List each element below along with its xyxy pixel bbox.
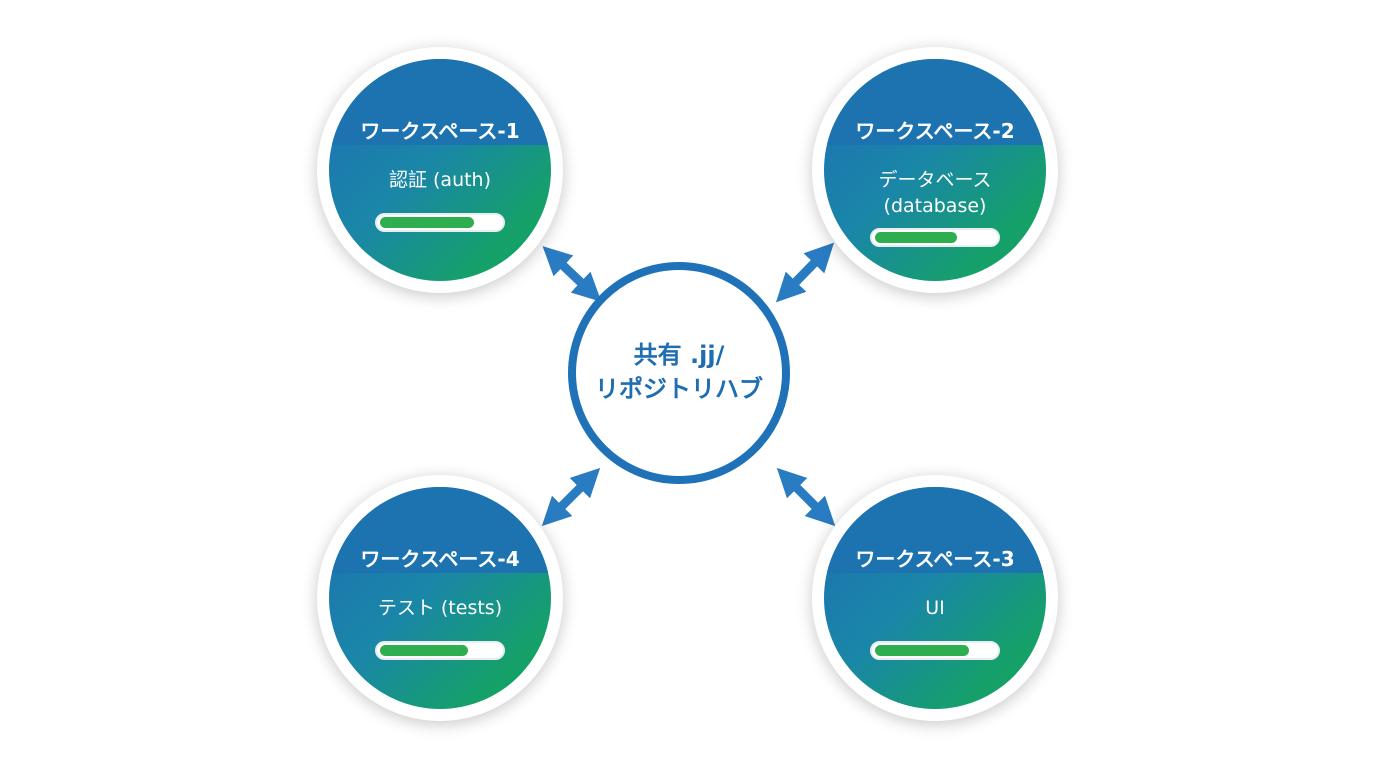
workspace-progress-fill — [875, 232, 957, 243]
workspace-title: ワークスペース-4 — [360, 547, 520, 571]
hub-title-line-2: リポジトリハブ — [595, 375, 763, 403]
workspace-node-3-header — [824, 487, 1046, 573]
workspace-subtitle: UI — [925, 597, 945, 619]
workspace-subtitle: テスト (tests) — [377, 597, 503, 619]
workspace-subtitle-line-2: (database) — [883, 195, 987, 217]
workspace-progress-fill — [380, 645, 468, 656]
workspace-progress-bar — [375, 641, 505, 660]
workspace-subtitle-line-1: データベース — [878, 169, 992, 191]
workspace-progress-fill — [380, 217, 474, 228]
workspace-title: ワークスペース-1 — [360, 119, 520, 143]
workspace-node-2: ワークスペース-2 データベース (database) — [812, 47, 1058, 293]
workspace-node-2-header — [824, 59, 1046, 145]
workspace-node-1-header — [329, 59, 551, 145]
workspace-node-2-body: ワークスペース-2 データベース (database) — [824, 59, 1046, 281]
workspace-node-1-body: ワークスペース-1 認証 (auth) — [329, 59, 551, 281]
workspace-progress-bar — [375, 213, 505, 232]
workspace-node-4-body: ワークスペース-4 テスト (tests) — [329, 487, 551, 709]
workspace-title: ワークスペース-3 — [855, 547, 1015, 571]
hub-title-line-1: 共有 .jj/ — [633, 341, 725, 370]
arrow-hub-workspace-4 — [541, 467, 601, 527]
workspace-progress-bar — [870, 641, 1000, 660]
arrow-hub-workspace-3 — [776, 467, 836, 527]
workspace-node-1: ワークスペース-1 認証 (auth) — [317, 47, 563, 293]
arrow-hub-workspace-2 — [775, 242, 835, 303]
arrow-hub-workspace-1 — [542, 246, 602, 302]
workspace-node-4-header — [329, 487, 551, 573]
workspace-node-4: ワークスペース-4 テスト (tests) — [317, 475, 563, 721]
workspace-node-3-body: ワークスペース-3 UI — [824, 487, 1046, 709]
workspace-subtitle: 認証 (auth) — [388, 169, 492, 191]
shared-repo-hub: 共有 .jj/ リポジトリハブ — [568, 262, 790, 484]
workspace-title: ワークスペース-2 — [855, 119, 1015, 143]
workspace-progress-fill — [875, 645, 969, 656]
workspace-node-3: ワークスペース-3 UI — [812, 475, 1058, 721]
workspace-progress-bar — [870, 228, 1000, 247]
